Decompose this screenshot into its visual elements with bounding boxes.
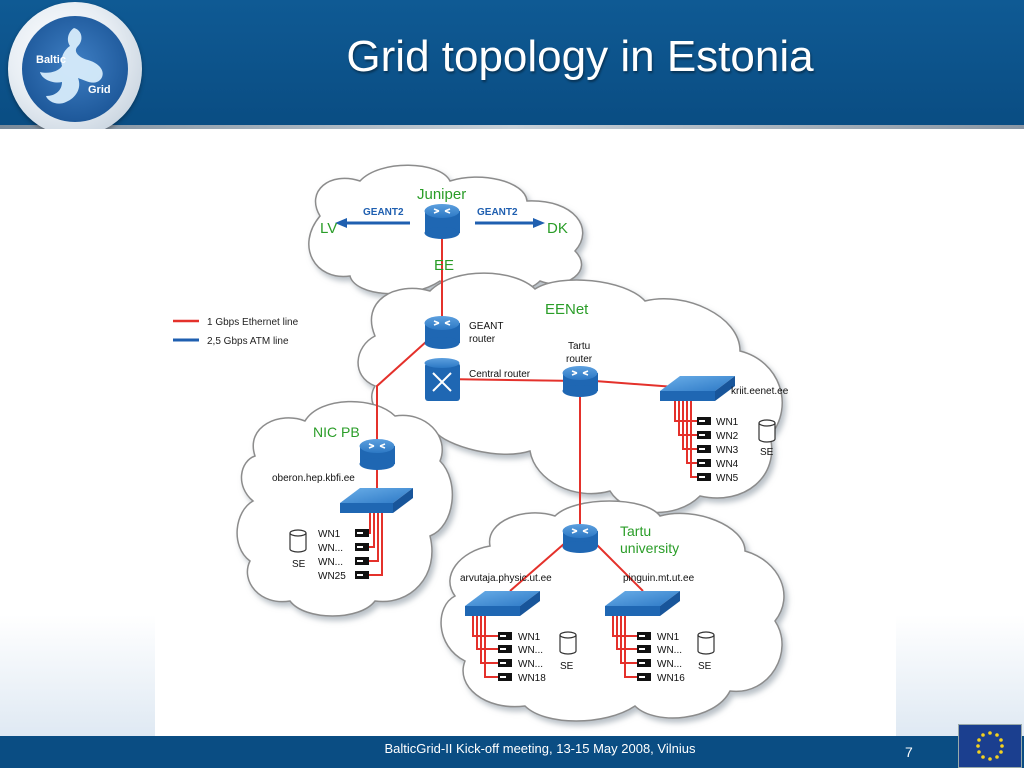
geant-router-icon	[424, 316, 460, 349]
legend-atm-label: 2,5 Gbps ATM line	[207, 336, 289, 347]
arvutaja-se-icon	[559, 631, 577, 655]
tartu-university-label-2: university	[620, 540, 679, 556]
kriit-wn3: WN3	[716, 445, 739, 456]
nicpb-wn-wires	[355, 513, 383, 576]
kriit-wn-wires	[674, 401, 697, 478]
link-central-tartu	[441, 378, 581, 382]
pinguin-wn1: WN1	[657, 632, 680, 643]
slide-footer	[0, 736, 1024, 768]
arrow-dk-icon	[533, 218, 545, 228]
tartu-router-label-2: router	[566, 354, 593, 365]
pinguin-wn2: WN...	[657, 645, 682, 656]
logo-word-baltic: Baltic	[36, 54, 66, 66]
link-geant-nicpb	[376, 340, 428, 441]
dk-label: DK	[547, 220, 568, 237]
tartu-router-icon	[562, 366, 598, 397]
balticgrid-logo: Baltic Grid	[8, 2, 142, 136]
header-divider	[0, 125, 1024, 129]
central-router-label: Central router	[469, 369, 531, 380]
nicpb-wn25: WN25	[318, 571, 346, 582]
ee-label: EE	[434, 257, 454, 274]
arvutaja-wn2: WN...	[518, 645, 543, 656]
topology-svg: 1 Gbps Ethernet line 2,5 Gbps ATM line	[173, 164, 789, 722]
arvutaja-host-label: arvutaja.physic.ut.ee	[460, 573, 552, 584]
geant2-left-label: GEANT2	[363, 207, 404, 218]
nicpb-wn2: WN...	[318, 543, 343, 554]
kriit-wn1: WN1	[716, 417, 739, 428]
arvutaja-wn-wires	[472, 616, 498, 678]
tartu-router-label-1: Tartu	[568, 341, 590, 352]
eenet-label: EENet	[545, 301, 589, 318]
logo-figure-icon	[40, 28, 103, 104]
arvutaja-wn3: WN...	[518, 659, 543, 670]
nicpb-wn1: WN1	[318, 529, 341, 540]
oberon-host-label: oberon.hep.kbfi.ee	[272, 473, 355, 484]
logo-globe: Baltic Grid	[22, 16, 128, 122]
geant-router-label-2: router	[469, 334, 496, 345]
arrow-lv-icon	[335, 218, 347, 228]
nicpb-label: NIC PB	[313, 424, 360, 440]
slide-title: Grid topology in Estonia	[346, 32, 814, 81]
logo-word-grid: Grid	[88, 84, 111, 96]
arvutaja-switch-icon	[465, 591, 540, 616]
pinguin-wn-wires	[612, 616, 637, 678]
kriit-wn2: WN2	[716, 431, 739, 442]
kriit-se-icon	[758, 419, 776, 443]
link-uni-pinguin	[594, 542, 644, 592]
link-uni-arvutaja	[509, 542, 566, 592]
nicpb-wn3: WN...	[318, 557, 343, 568]
arvutaja-wn18: WN18	[518, 673, 546, 684]
pinguin-se-label: SE	[698, 661, 712, 672]
arvutaja-se-label: SE	[560, 661, 574, 672]
pinguin-se-icon	[697, 631, 715, 655]
geant2-right-label: GEANT2	[477, 207, 518, 218]
kriit-switch-icon	[660, 376, 735, 401]
tartu-university-router-icon	[562, 524, 598, 553]
lv-label: LV	[320, 220, 337, 237]
link-tartu-kriit	[594, 380, 676, 388]
eu-flag-icon	[958, 724, 1022, 768]
tartu-university-label-1: Tartu	[620, 523, 651, 539]
nicpb-router-icon	[359, 439, 395, 470]
geant-router-label-1: GEANT	[469, 321, 503, 332]
kriit-host-label: kriit.eenet.ee	[731, 386, 789, 397]
kriit-wn4: WN4	[716, 459, 739, 470]
nicpb-se-label: SE	[292, 559, 306, 570]
footer-text: BalticGrid-II Kick-off meeting, 13-15 Ma…	[384, 741, 696, 756]
page-number: 7	[905, 744, 913, 760]
arvutaja-wn1: WN1	[518, 632, 541, 643]
slide-header	[0, 0, 1024, 125]
nicpb-switch-icon	[340, 488, 413, 513]
network-diagram: 1 Gbps Ethernet line 2,5 Gbps ATM line	[155, 151, 896, 736]
juniper-label: Juniper	[417, 186, 466, 203]
pinguin-wn16: WN16	[657, 673, 685, 684]
central-router-icon	[424, 358, 460, 401]
legend-ethernet-label: 1 Gbps Ethernet line	[207, 317, 299, 328]
juniper-router-icon	[424, 204, 460, 239]
kriit-se-label: SE	[760, 447, 774, 458]
pinguin-switch-icon	[605, 591, 680, 616]
pinguin-wn3: WN...	[657, 659, 682, 670]
kriit-wn5: WN5	[716, 473, 739, 484]
pinguin-host-label: pinguin.mt.ut.ee	[623, 573, 695, 584]
eu-stars-icon	[976, 731, 1004, 761]
nicpb-se-icon	[289, 529, 307, 553]
wn-icon-ticks	[357, 420, 705, 678]
